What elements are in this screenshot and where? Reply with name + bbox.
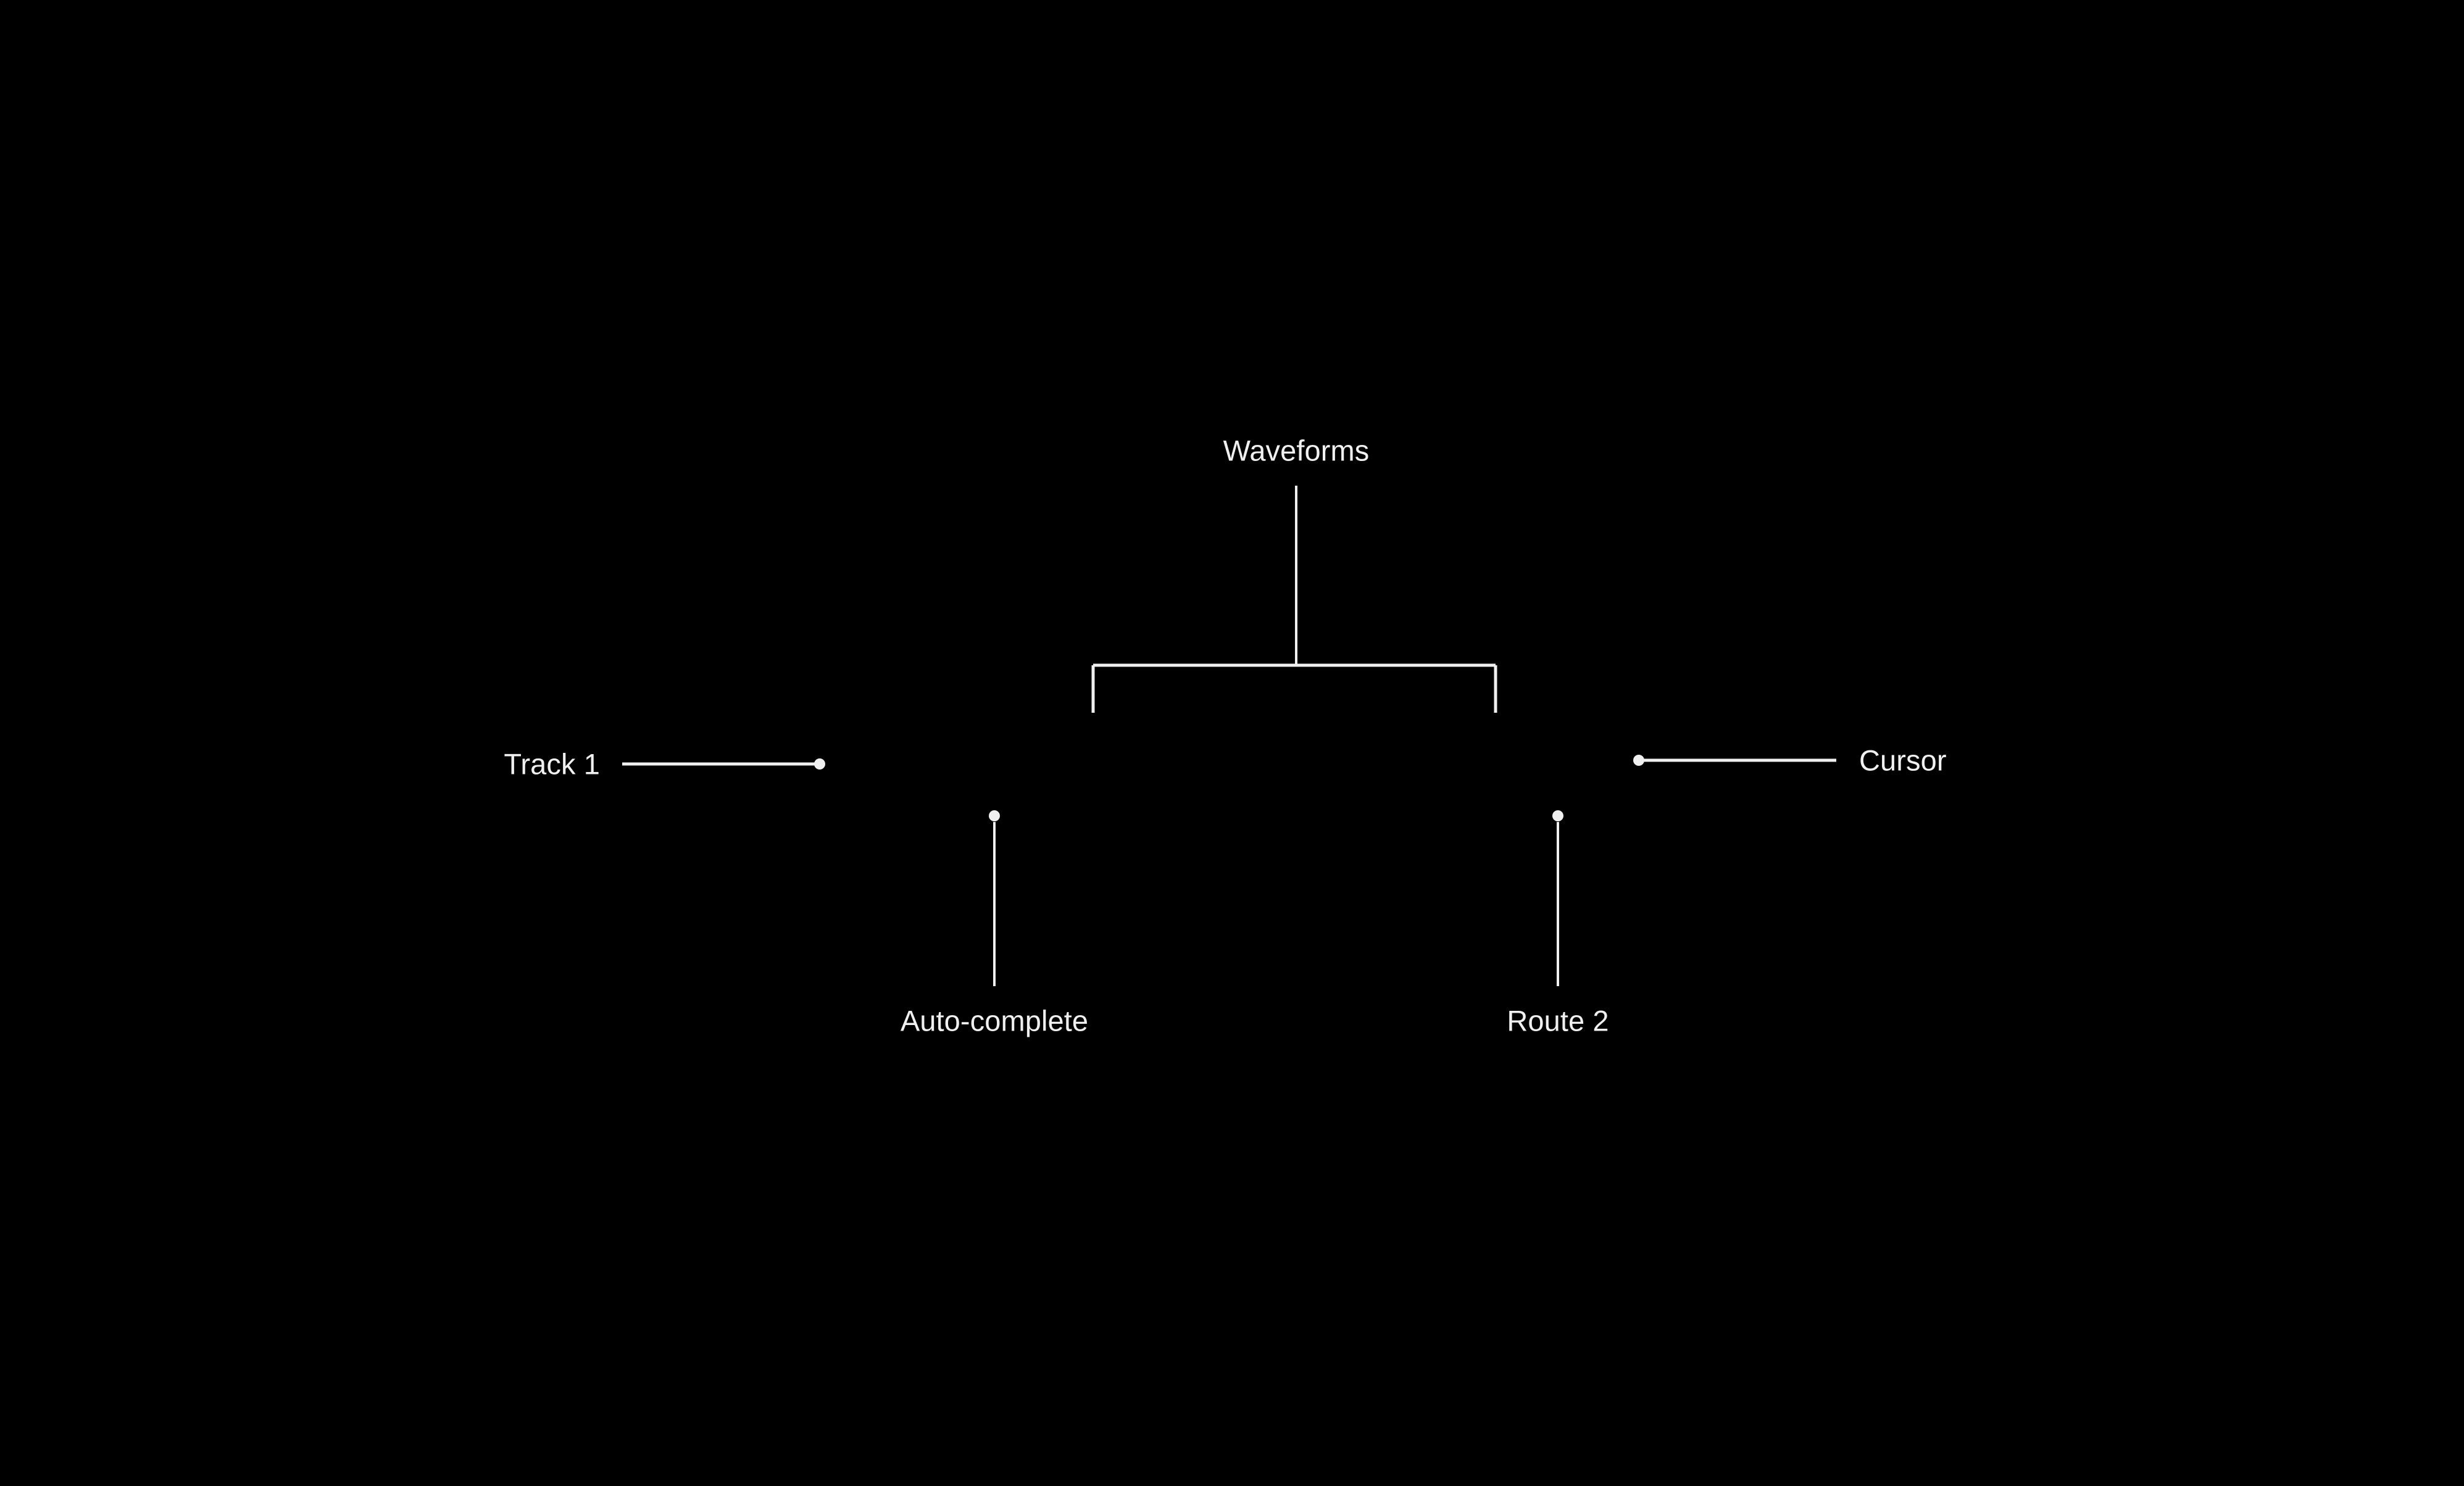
- node-label-route-2[interactable]: Route 2: [1507, 1004, 1609, 1037]
- node-dot-cursor[interactable]: [1633, 755, 1644, 766]
- node-dot-route-2[interactable]: [1552, 810, 1563, 821]
- node-dot-auto-complete[interactable]: [989, 810, 1000, 821]
- node-dot-track-1[interactable]: [814, 758, 825, 770]
- node-label-auto-complete[interactable]: Auto-complete: [900, 1004, 1089, 1037]
- node-label-waveforms[interactable]: Waveforms: [1223, 434, 1370, 467]
- node-label-track-1[interactable]: Track 1: [504, 747, 600, 781]
- node-label-cursor[interactable]: Cursor: [1859, 744, 1947, 777]
